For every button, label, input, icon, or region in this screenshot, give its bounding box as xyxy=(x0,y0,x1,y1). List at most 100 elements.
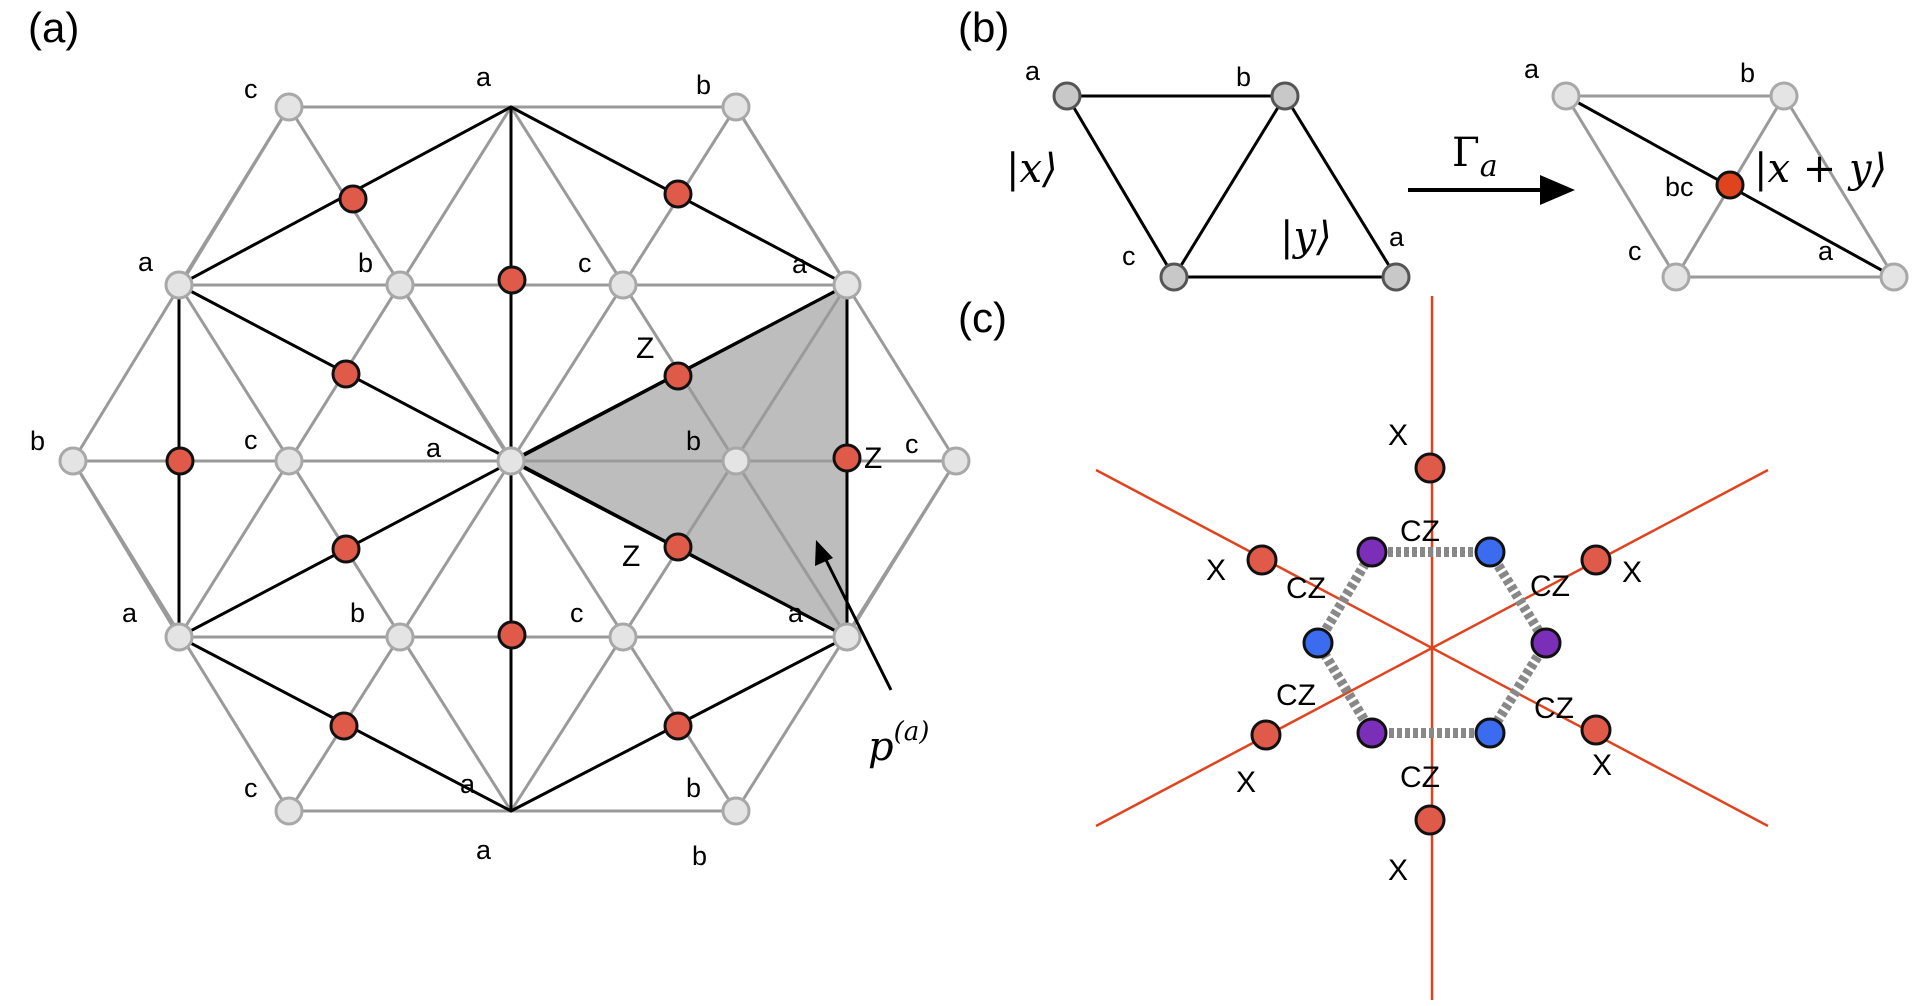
qubit-node xyxy=(1580,714,1612,746)
qubit-node xyxy=(1474,717,1506,749)
vertex-label: a xyxy=(1025,56,1041,86)
outer-vertex-labels: c a b a b a c c a b xyxy=(30,62,919,871)
vertex-node xyxy=(385,270,415,300)
panel-c-label: (c) xyxy=(958,294,1007,341)
qubit-node xyxy=(1302,627,1334,659)
vertex-label: b xyxy=(358,248,373,278)
z-operator-label: Z xyxy=(622,540,640,573)
cz-edge xyxy=(1485,549,1551,646)
vertex-node xyxy=(1270,81,1300,111)
x-operator-label: X xyxy=(1236,766,1256,799)
x-operator-label: X xyxy=(1388,419,1408,452)
vertex-node xyxy=(274,796,304,826)
x-operator-label: X xyxy=(1622,556,1642,589)
gamma-label: Γa xyxy=(1452,130,1498,184)
vertex-node xyxy=(1661,262,1691,292)
vertex-label: b xyxy=(692,841,707,871)
cz-edges xyxy=(1313,547,1551,738)
vertex-node xyxy=(832,622,862,652)
qubit-node xyxy=(1250,719,1282,751)
qubit-node xyxy=(663,711,693,741)
qubit-node xyxy=(1474,536,1506,568)
cz-operator-label: CZ xyxy=(1286,572,1326,605)
vertex-label: a xyxy=(476,835,492,865)
cz-operator-label: CZ xyxy=(1276,679,1316,712)
vertex-label: a xyxy=(138,247,154,277)
red-axes xyxy=(1095,296,1769,1000)
vertex-label: a xyxy=(788,598,804,628)
vertex-label: a xyxy=(122,598,138,628)
qubit-node xyxy=(1414,452,1446,484)
x-operator-label: X xyxy=(1388,854,1408,887)
vertex-label: b xyxy=(1236,62,1251,92)
ket-x-plus-y: |x + y⟩ xyxy=(1754,146,1887,192)
cz-edge xyxy=(1313,640,1377,736)
qubit-node xyxy=(329,711,359,741)
plaquette-label: p(a) xyxy=(868,717,929,770)
pointer-arrow-line xyxy=(822,555,893,691)
vertex-label: a xyxy=(460,769,476,799)
cz-labels: CZ CZ CZ CZ CZ CZ xyxy=(1276,515,1574,794)
vertex-label: b xyxy=(686,773,701,803)
x-operator-label: X xyxy=(1592,749,1612,782)
merged-qubit-node xyxy=(1715,170,1745,200)
vertex-label: c xyxy=(570,598,584,628)
x-labels: X X X X X X xyxy=(1206,419,1642,887)
vertex-node xyxy=(608,270,638,300)
x-operator-label: X xyxy=(1206,554,1226,587)
vertex-node xyxy=(1769,81,1799,111)
qubit-node xyxy=(663,532,693,562)
arrow-head xyxy=(1540,175,1575,205)
qubit-node xyxy=(497,265,527,295)
z-operator-label: Z xyxy=(864,442,882,475)
vertex-label: c xyxy=(244,773,258,803)
qubit-node xyxy=(1356,536,1388,568)
qubit-node xyxy=(165,446,195,476)
cz-operator-label: CZ xyxy=(1530,570,1570,603)
vertex-node xyxy=(1879,262,1909,292)
vertex-label: c xyxy=(244,74,258,104)
panel-b: (b) a b c a |x⟩ |y⟩ Γa xyxy=(958,4,1909,292)
panel-b-left: a b c a |x⟩ |y⟩ xyxy=(1006,56,1411,292)
qubit-node xyxy=(1530,627,1562,659)
qubit-node xyxy=(1414,804,1446,836)
hexagon-qubits xyxy=(1302,536,1562,749)
vertex-node xyxy=(496,446,526,476)
gray-vertices xyxy=(58,92,971,826)
vertex-node xyxy=(274,446,304,476)
qubit-node xyxy=(1356,717,1388,749)
vertex-label: a xyxy=(476,62,492,92)
panel-c: (c) xyxy=(958,294,1769,1000)
vertex-label: a xyxy=(792,249,808,279)
qubit-node xyxy=(1580,544,1612,576)
qubit-node xyxy=(338,184,368,214)
vertex-node xyxy=(1381,262,1411,292)
qubit-node xyxy=(1246,544,1278,576)
vertex-label: c xyxy=(1122,241,1136,271)
vertex-label: c xyxy=(1628,236,1642,266)
vertex-node xyxy=(274,92,304,122)
vertex-node xyxy=(721,92,751,122)
vertex-label: b xyxy=(350,598,365,628)
ket-y: |y⟩ xyxy=(1280,214,1332,260)
cz-operator-label: CZ xyxy=(1534,692,1574,725)
panel-a-label: (a) xyxy=(28,4,79,51)
red-qubits-a xyxy=(165,179,862,741)
qubit-node xyxy=(331,359,361,389)
vertex-node xyxy=(721,446,751,476)
plaquette-pointer: p(a) xyxy=(815,540,929,770)
vertex-label: b xyxy=(696,70,711,100)
vertex-label: c xyxy=(578,248,592,278)
x-qubits xyxy=(1246,452,1612,836)
qubit-node xyxy=(497,620,527,650)
vertex-label: a xyxy=(1389,222,1405,252)
qubit-node xyxy=(663,361,693,391)
vertex-label: bc xyxy=(1665,172,1694,202)
qubit-node xyxy=(663,179,693,209)
vertex-node xyxy=(1052,81,1082,111)
panel-b-right: a b bc c a |x + y⟩ xyxy=(1524,54,1909,292)
qubit-node xyxy=(331,534,361,564)
vertex-label: a xyxy=(1818,236,1834,266)
pointer-arrow-head xyxy=(815,540,833,566)
